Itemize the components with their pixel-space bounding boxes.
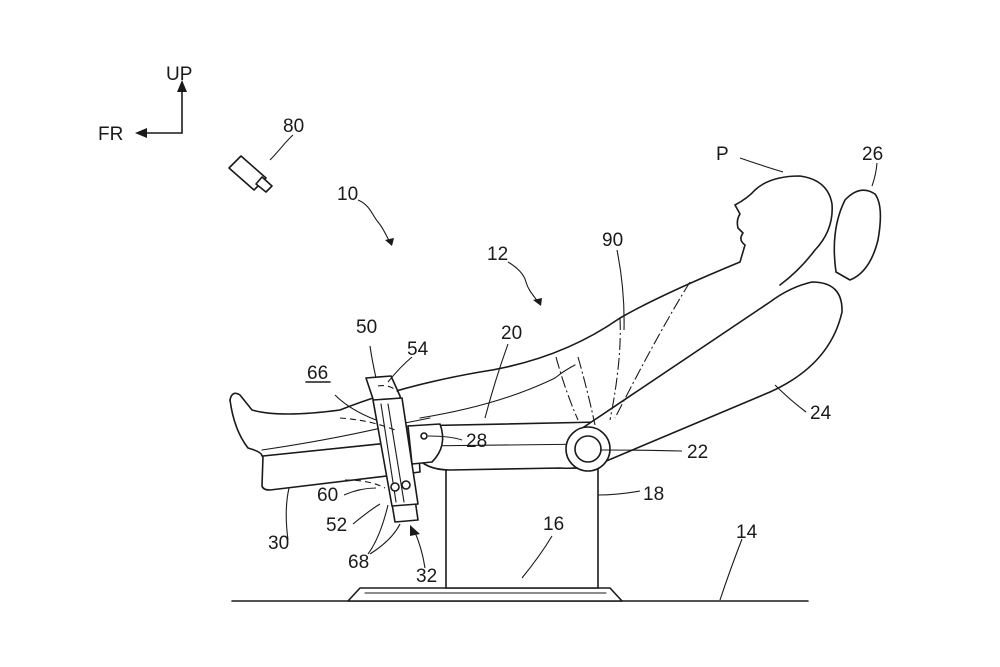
label-66: 66: [307, 363, 328, 384]
label-P: P: [716, 144, 729, 165]
headrest: [833, 189, 882, 281]
label-50: 50: [356, 317, 377, 338]
label-20: 20: [501, 323, 522, 344]
front-label: FR: [98, 124, 123, 145]
label-18: 18: [643, 484, 664, 505]
arrow-12: [533, 298, 542, 306]
leader-80: [269, 134, 294, 161]
label-12: 12: [487, 244, 508, 265]
seatbelt: [555, 356, 579, 421]
label-16: 16: [543, 514, 564, 535]
label-28: 28: [466, 431, 487, 452]
label-54: 54: [407, 339, 429, 360]
label-10: 10: [337, 184, 358, 205]
label-90: 90: [602, 230, 623, 251]
label-26: 26: [862, 144, 883, 165]
label-24: 24: [810, 403, 832, 424]
label-68: 68: [348, 552, 369, 573]
orientation-arrows: UP FR: [98, 64, 192, 145]
leader-12: [507, 261, 539, 303]
label-32: 32: [416, 566, 437, 587]
pedestal: [445, 467, 599, 589]
base-plate: [347, 587, 623, 602]
label-30: 30: [268, 533, 289, 554]
label-52: 52: [326, 515, 347, 536]
leader-90: [616, 249, 625, 331]
arrow-10: [385, 238, 394, 246]
leader-10: [357, 199, 391, 243]
label-80: 80: [283, 116, 304, 137]
pivot-holder: [407, 423, 444, 465]
label-60: 60: [317, 485, 338, 506]
label-14: 14: [736, 522, 758, 543]
label-22: 22: [687, 442, 708, 463]
camera-icon: [228, 155, 273, 193]
occupant-body: [229, 175, 833, 415]
up-label: UP: [166, 64, 192, 85]
